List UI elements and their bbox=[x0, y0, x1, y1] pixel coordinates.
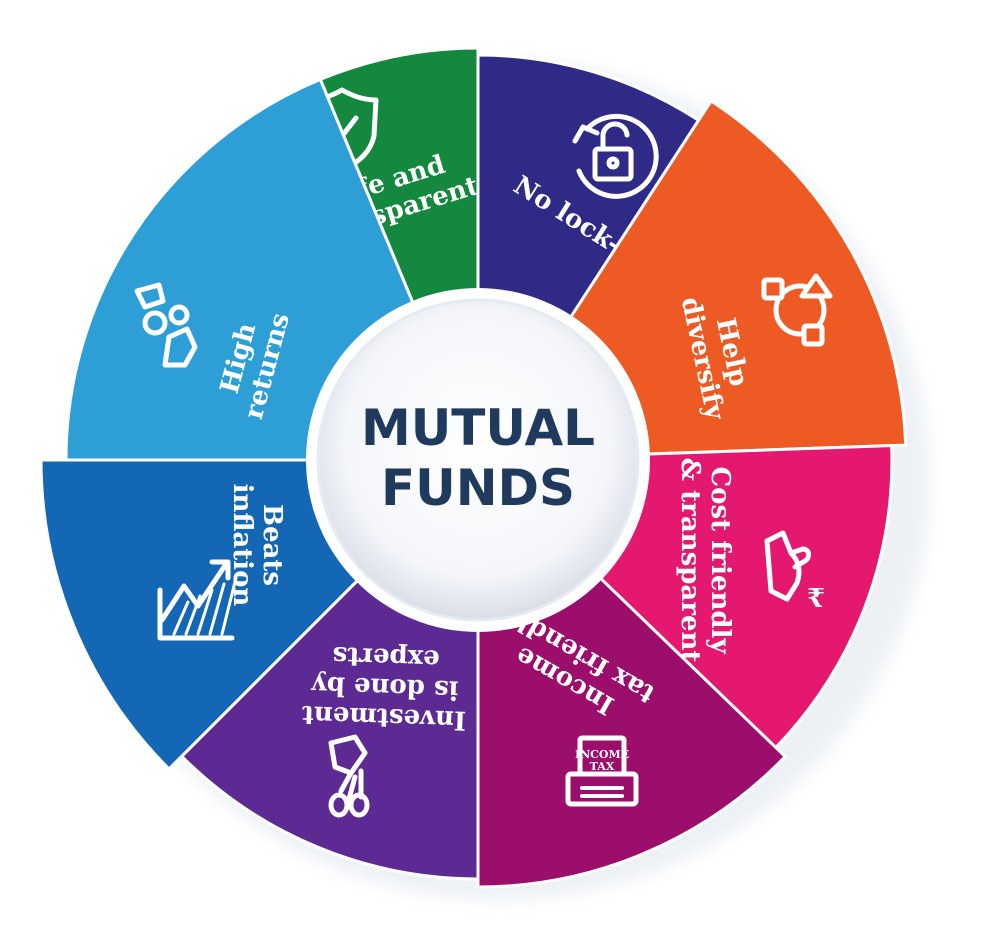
svg-text:INCOME: INCOME bbox=[575, 748, 629, 761]
segment-inflation-label: Beatsinflation bbox=[227, 484, 287, 607]
svg-text:₹: ₹ bbox=[807, 584, 825, 614]
segment-experts-label: Investmentis done byexperts bbox=[301, 639, 468, 735]
rising-chart-icon bbox=[157, 559, 238, 641]
hands-gears-icon bbox=[134, 282, 198, 368]
center-hub: MUTUAL FUNDS bbox=[306, 288, 650, 632]
svg-text:TAX: TAX bbox=[590, 760, 615, 773]
diversify-network-icon bbox=[761, 273, 833, 347]
center-title-line1: MUTUAL bbox=[361, 399, 595, 457]
center-title-line2: FUNDS bbox=[381, 459, 575, 517]
hand-rupee-icon: ₹ bbox=[764, 530, 825, 614]
segment-inflation-label-line: Beats bbox=[257, 504, 287, 586]
segment-cost-label-line: Cost friendly bbox=[705, 466, 735, 654]
segment-cost-label: Cost friendly& transparent bbox=[675, 458, 735, 663]
segment-inflation-label-line: inflation bbox=[227, 484, 257, 607]
segment-cost-label-line: & transparent bbox=[675, 458, 705, 663]
segment-experts-label-line: experts bbox=[332, 640, 440, 674]
hand-money-icon bbox=[328, 734, 370, 818]
segment-experts-label-line: Investment bbox=[301, 699, 466, 735]
segment-experts-label-line: is done by bbox=[310, 669, 459, 704]
hub-disc bbox=[316, 298, 640, 622]
unlocked-padlock-icon bbox=[572, 113, 659, 199]
